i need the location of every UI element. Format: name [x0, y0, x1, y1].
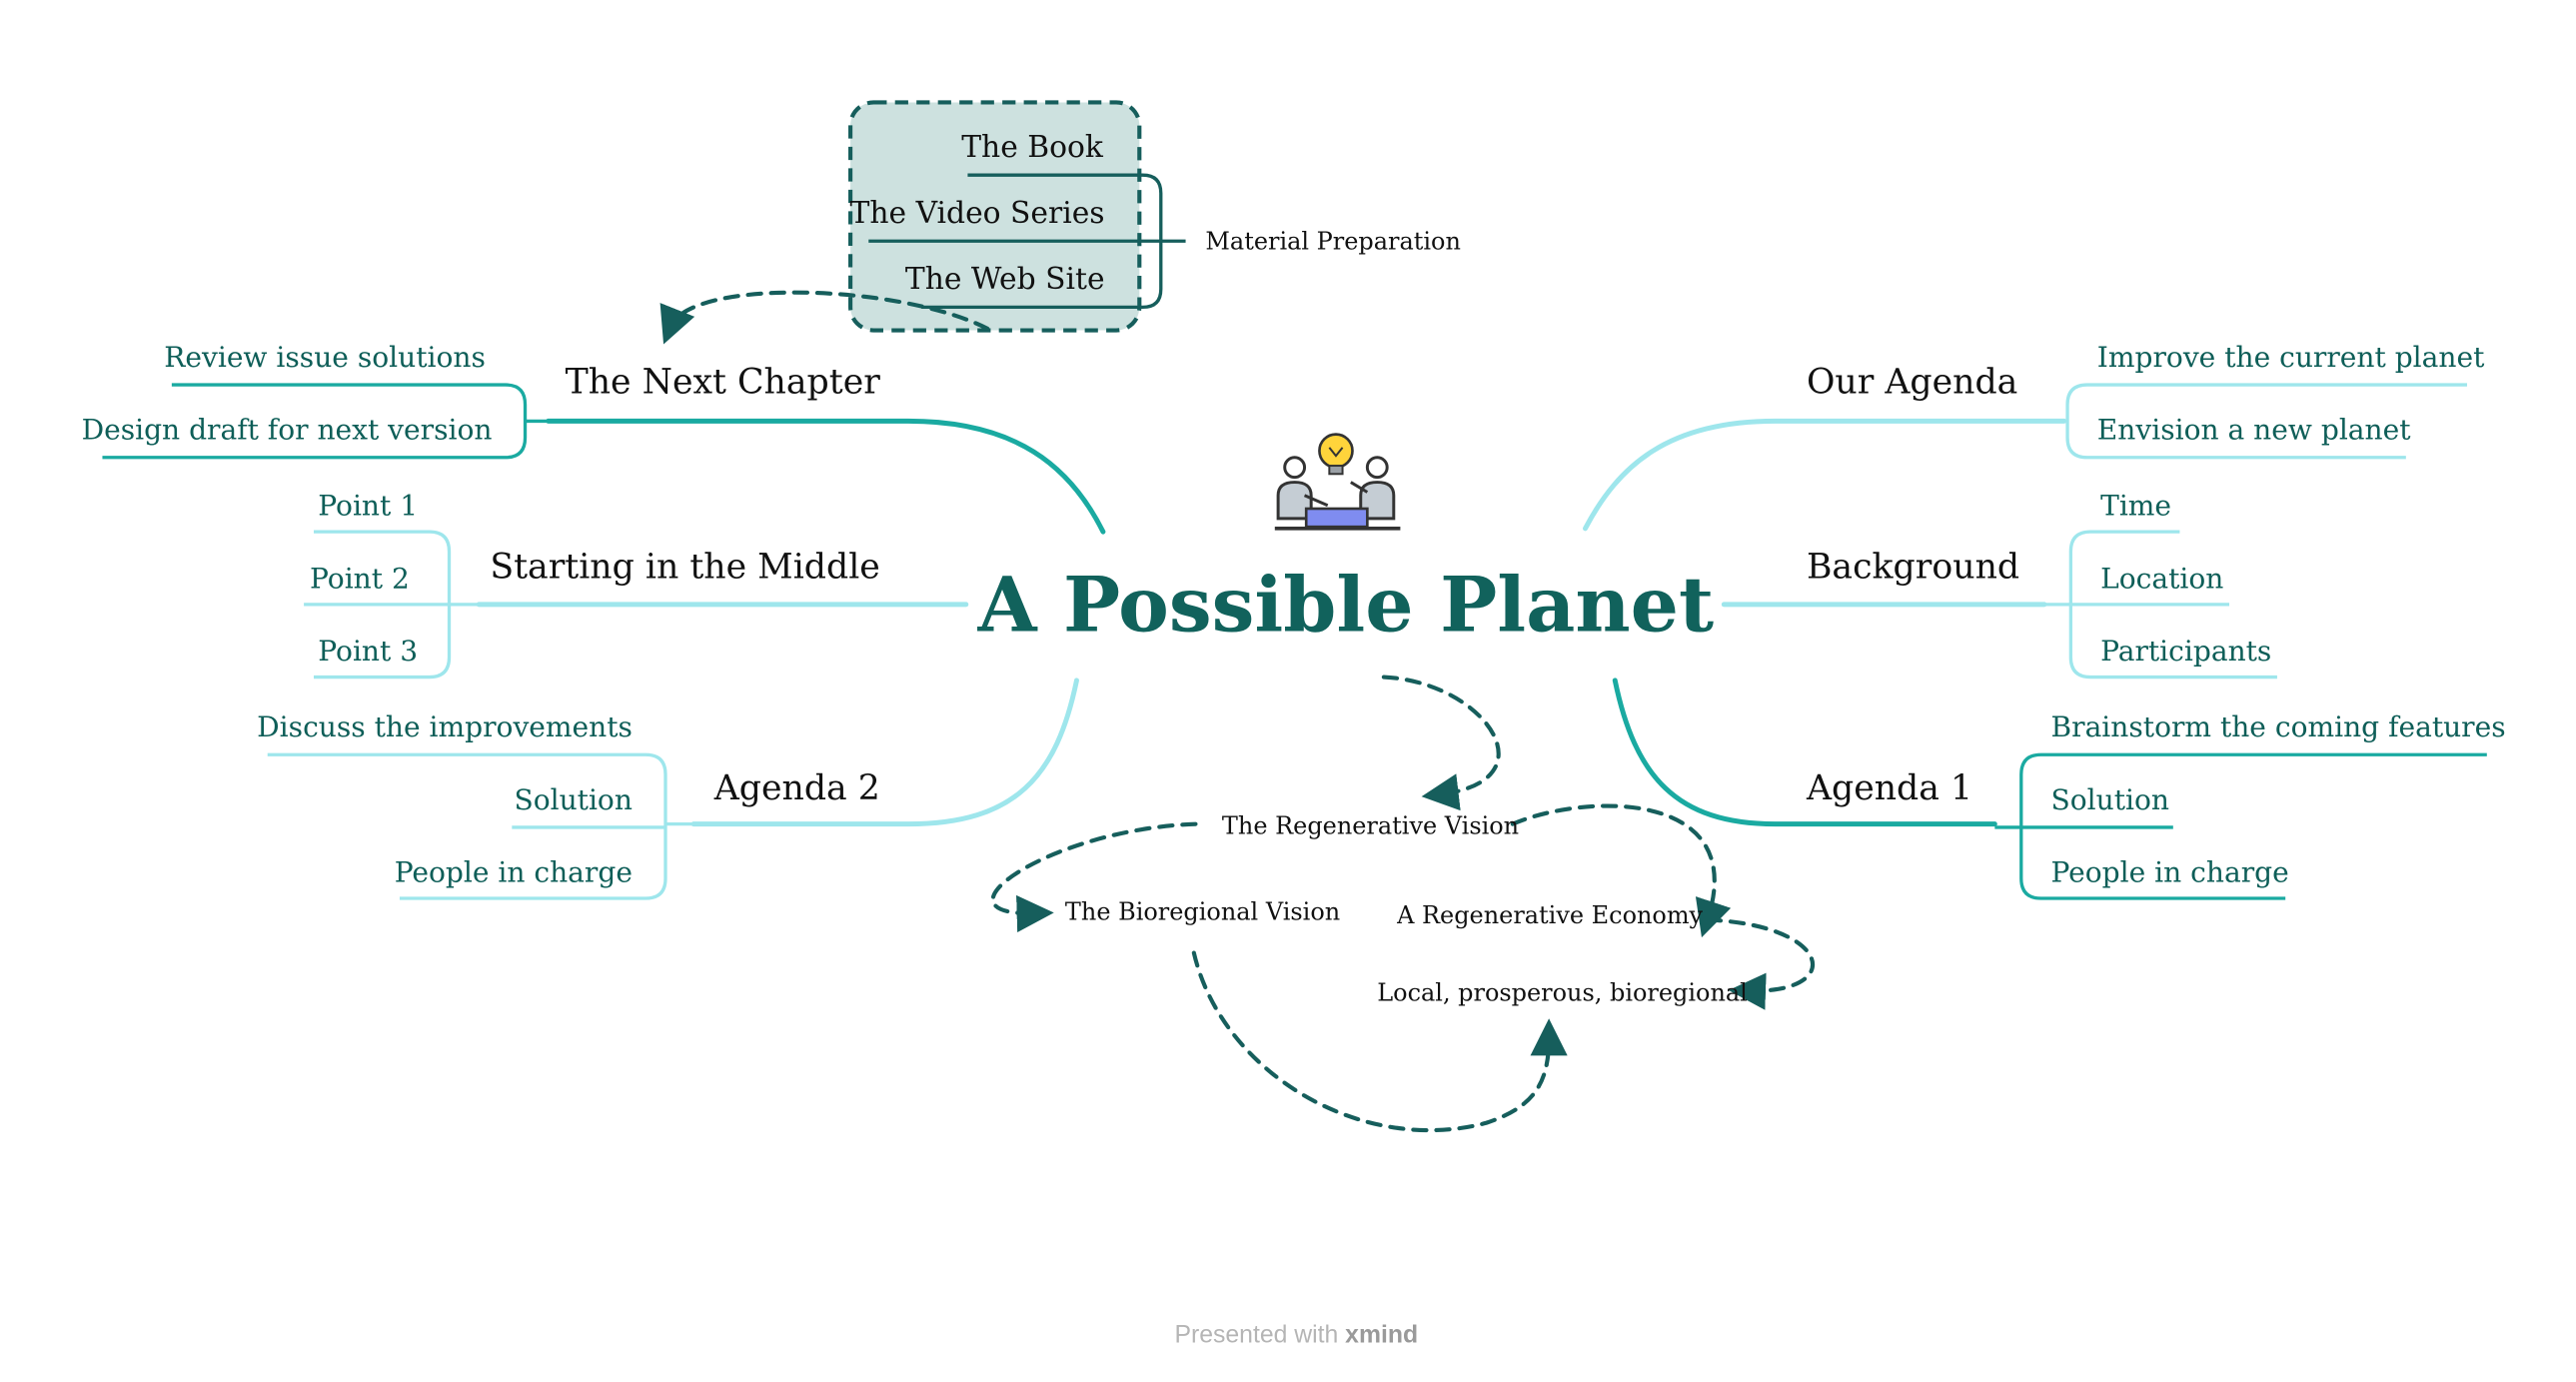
- leaf-point-1[interactable]: Point 1: [318, 490, 418, 523]
- floating-bioregional-vision[interactable]: The Bioregional Vision: [1065, 897, 1340, 925]
- branch-our-agenda[interactable]: Our Agenda: [1807, 362, 2017, 402]
- leaf-point-2[interactable]: Point 2: [310, 562, 410, 595]
- branch-background[interactable]: Background: [1807, 547, 2019, 587]
- leaf-participants[interactable]: Participants: [2100, 635, 2271, 668]
- central-topic-title[interactable]: A Possible Planet: [977, 560, 1714, 649]
- floating-local-prosperous[interactable]: Local, prosperous, bioregional: [1377, 978, 1748, 1006]
- meeting-idea-icon: [1274, 433, 1401, 531]
- connector-agenda2: [690, 678, 1079, 827]
- material-the-video-series[interactable]: The Video Series: [850, 196, 1105, 231]
- branch-next-chapter[interactable]: The Next Chapter: [566, 362, 881, 402]
- footer-presented-with: Presented with xmind: [1174, 1322, 1418, 1349]
- leaf-design-draft[interactable]: Design draft for next version: [82, 414, 493, 447]
- leaf-improve-current-planet[interactable]: Improve the current planet: [2097, 341, 2485, 374]
- material-preparation-topic[interactable]: Material Preparation: [1205, 228, 1461, 256]
- branch-starting-middle[interactable]: Starting in the Middle: [490, 547, 880, 587]
- leaf-discuss-improvements[interactable]: Discuss the improvements: [257, 710, 633, 743]
- leaf-people-in-charge-left[interactable]: People in charge: [395, 855, 633, 888]
- relationship-regenerative-to-economy[interactable]: [1510, 803, 1732, 938]
- relationship-economy-to-local[interactable]: [1705, 917, 1816, 1010]
- leaf-people-in-charge-right[interactable]: People in charge: [2051, 855, 2289, 888]
- relationship-regenerative-to-bioregional[interactable]: [990, 821, 1198, 933]
- connector-next-chapter: [546, 418, 1106, 535]
- floating-regenerative-vision[interactable]: The Regenerative Vision: [1222, 812, 1519, 840]
- leaf-review-issue-solutions[interactable]: Review issue solutions: [164, 341, 486, 374]
- leaf-location[interactable]: Location: [2100, 562, 2223, 595]
- leaf-time[interactable]: Time: [2100, 490, 2171, 523]
- floating-regenerative-economy[interactable]: A Regenerative Economy: [1396, 901, 1703, 929]
- leaf-envision-new-planet[interactable]: Envision a new planet: [2097, 414, 2411, 447]
- branch-agenda1[interactable]: Agenda 1: [1806, 768, 1972, 808]
- leaf-point-3[interactable]: Point 3: [318, 635, 418, 668]
- connector-our-agenda: [1583, 418, 2067, 532]
- relationship-title-to-regenerative-vision[interactable]: [1381, 675, 1501, 811]
- leaf-brainstorm-features[interactable]: Brainstorm the coming features: [2051, 710, 2506, 743]
- material-boundary[interactable]: [848, 100, 1142, 333]
- leaf-solution-left[interactable]: Solution: [514, 783, 632, 816]
- material-the-web-site[interactable]: The Web Site: [905, 262, 1105, 297]
- footer-presented-text: Presented with: [1174, 1322, 1345, 1349]
- relationship-bioregional-to-local[interactable]: [1191, 950, 1568, 1133]
- leaf-solution-right[interactable]: Solution: [2051, 783, 2169, 816]
- material-the-book[interactable]: The Book: [961, 130, 1104, 165]
- connector-agenda1: [1612, 678, 1997, 827]
- branch-agenda2[interactable]: Agenda 2: [713, 768, 880, 808]
- footer-brand[interactable]: xmind: [1345, 1322, 1418, 1349]
- relationship-material-to-next-chapter[interactable]: [659, 290, 990, 345]
